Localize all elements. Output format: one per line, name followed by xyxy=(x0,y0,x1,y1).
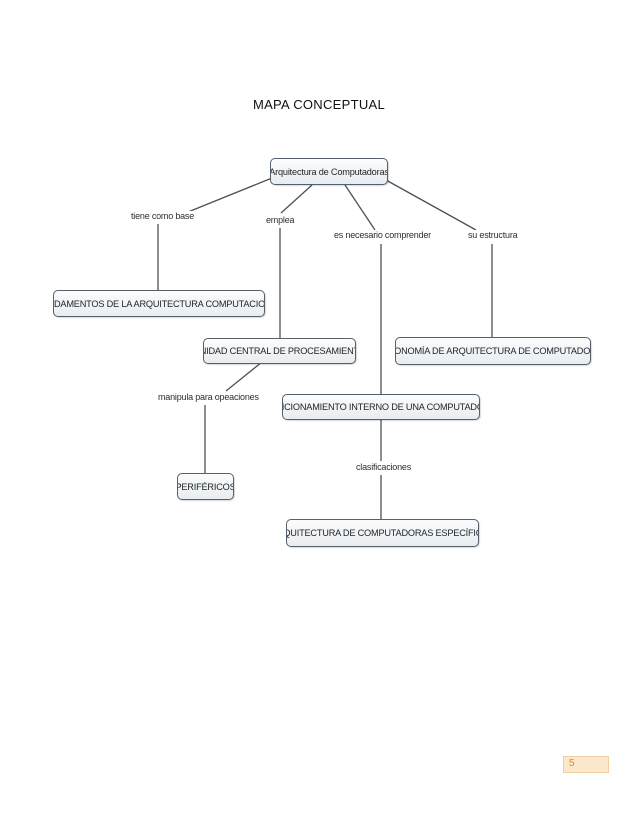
node-unidad-central: UNIDAD CENTRAL DE PROCESAMIENTO xyxy=(203,338,356,364)
node-arquitectura-especificas: ARQUITECTURA DE COMPUTADORAS ESPECÍFICAS xyxy=(286,519,479,547)
link-label-tiene-como-base: tiene como base xyxy=(130,211,196,221)
node-funcionamiento: FUNCIONAMIENTO INTERNO DE UNA COMPUTADOR… xyxy=(282,394,480,420)
link-label-manipula: manipula para opeaciones xyxy=(157,392,260,402)
line-root-to-tiene-como-base xyxy=(187,177,273,213)
node-perifericos: PERIFÉRICOS xyxy=(177,473,234,500)
page-title: MAPA CONCEPTUAL xyxy=(252,97,386,112)
node-taxonomia: TAXONOMÍA DE ARQUITECTURA DE COMPUTADORA… xyxy=(395,337,591,365)
link-label-su-estructura: su estructura xyxy=(467,230,519,240)
page-number-box: 5 xyxy=(563,756,609,773)
line-root-to-es-necesario xyxy=(344,184,376,231)
link-label-emplea: emplea xyxy=(265,215,296,225)
node-arquitectura-de-computadoras: Arquitectura de Computadoras xyxy=(270,158,388,185)
line-unidad-to-manipula xyxy=(225,361,263,392)
page-number: 5 xyxy=(569,758,575,769)
node-fundamentos: FUNDAMENTOS DE LA ARQUITECTURA COMPUTACI… xyxy=(53,290,265,317)
link-label-es-necesario-comprender: es necesario comprender xyxy=(333,230,432,240)
line-root-to-emplea xyxy=(280,184,313,214)
line-root-to-su-estructura xyxy=(385,179,477,231)
link-label-clasificaciones: clasificaciones xyxy=(355,462,413,472)
